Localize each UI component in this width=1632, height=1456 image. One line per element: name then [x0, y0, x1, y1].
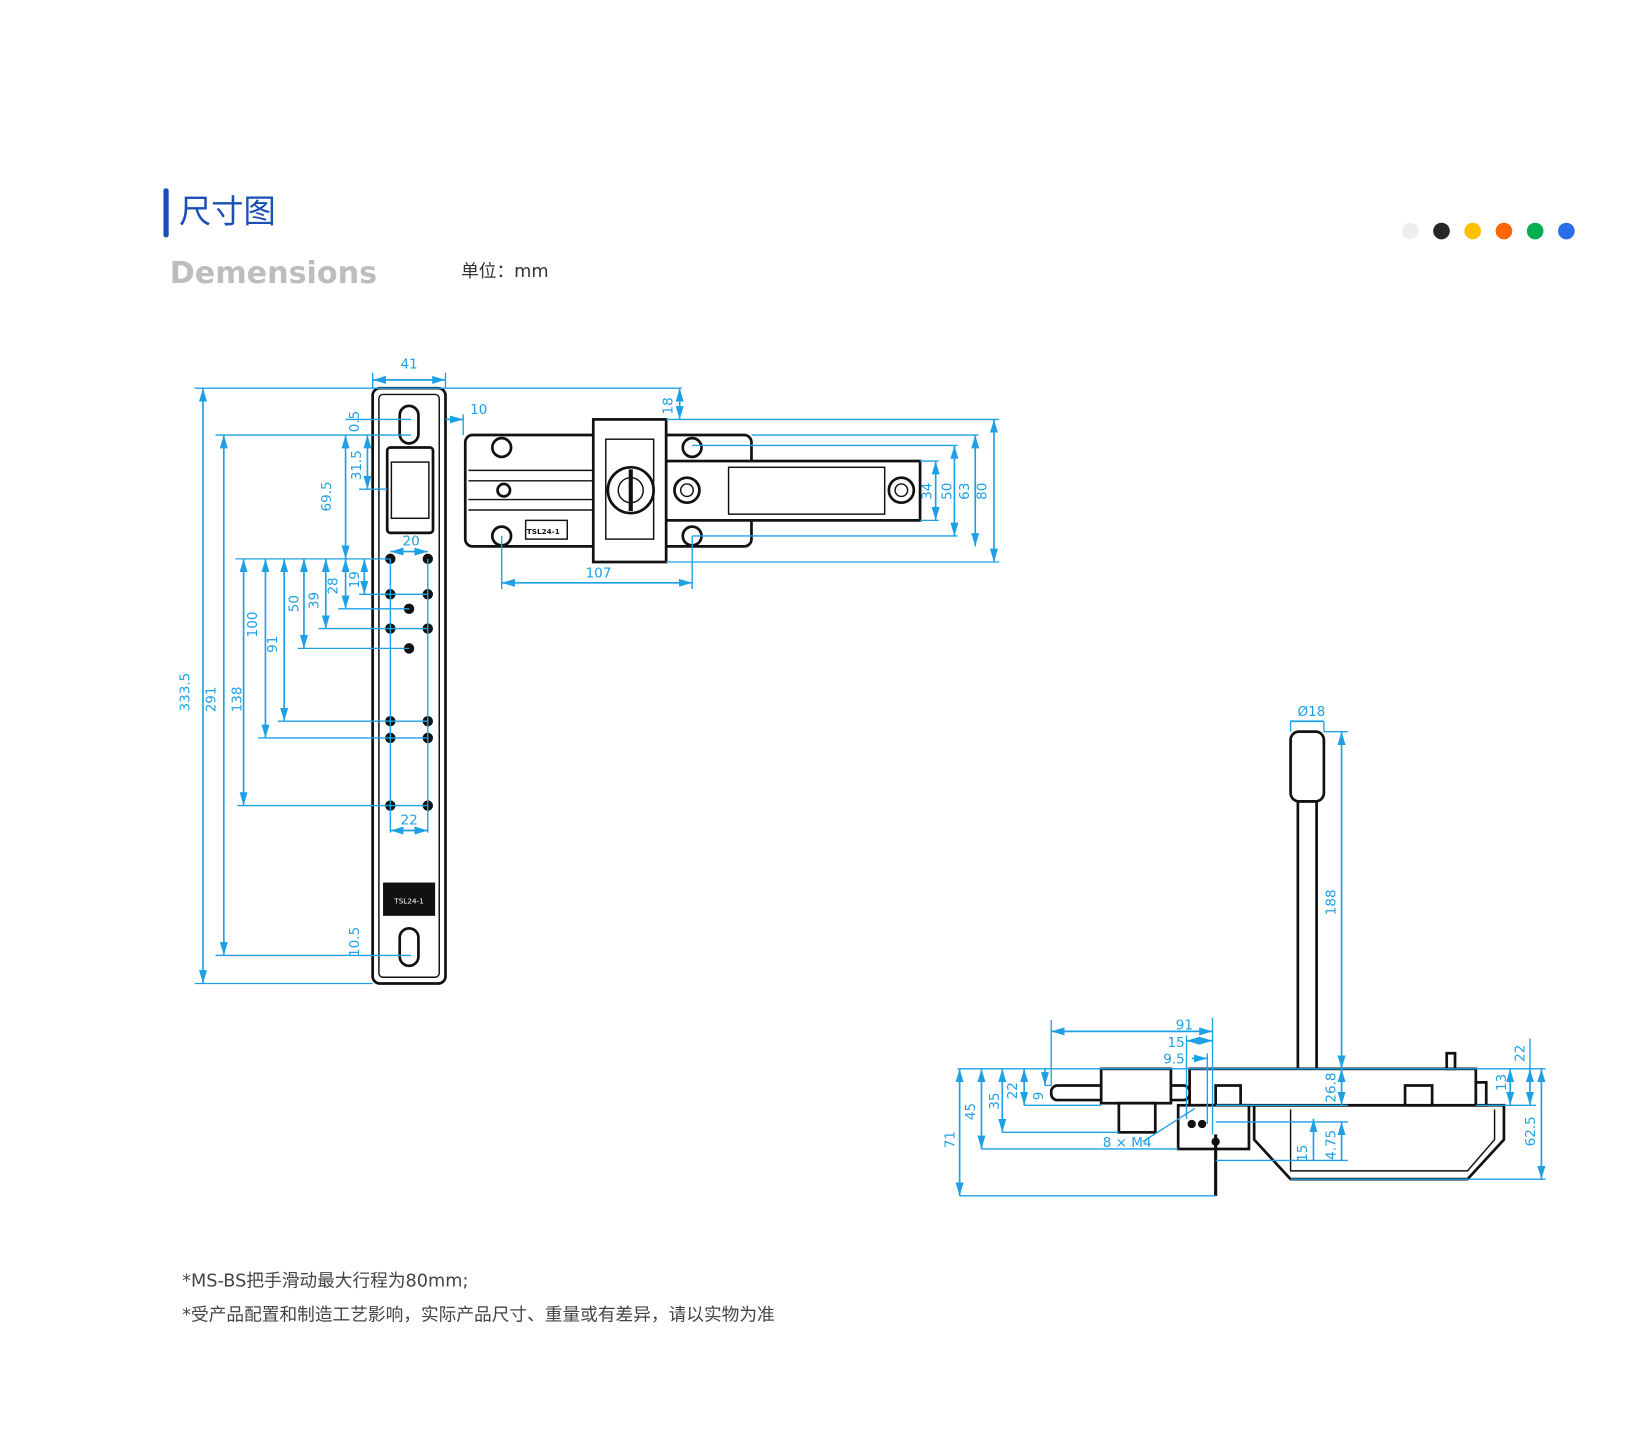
dim-138: 138	[230, 686, 246, 712]
dim-gap-10: 10	[470, 402, 487, 418]
dim-13: 13	[1494, 1074, 1510, 1091]
dim-28: 28	[325, 577, 341, 594]
drawing-stroke	[1211, 1137, 1220, 1146]
drawing-stroke	[1117, 1101, 1157, 1134]
body-label-text: TSL24-1	[527, 527, 560, 536]
dim-hole-spacing-bottom: 22	[400, 812, 417, 828]
dim-slot-offset-top: 0.5	[347, 411, 363, 433]
side-view-drawing	[1049, 730, 1506, 1196]
title-accent-bar	[163, 188, 169, 238]
dim-45: 45	[963, 1103, 979, 1120]
product-label-plate	[383, 882, 436, 916]
dim-50: 50	[287, 595, 303, 612]
drawing-stroke	[673, 476, 701, 505]
drawing-stroke	[1187, 1119, 1196, 1129]
slide-bar	[664, 459, 922, 522]
handle-stem	[1296, 800, 1318, 1071]
swatch-blue[interactable]	[1558, 222, 1575, 240]
dim-100: 100	[245, 612, 261, 638]
dim-grip-offset: 31.5	[349, 450, 365, 480]
dim-15-lower: 15	[1295, 1145, 1311, 1162]
dim-22-left: 22	[1005, 1082, 1021, 1099]
dim-first-hole: 69.5	[319, 481, 335, 511]
dim-35: 35	[987, 1093, 1003, 1110]
drawing-stroke	[894, 483, 909, 498]
dim-22-right: 22	[1513, 1045, 1529, 1062]
swatch-yellow[interactable]	[1464, 222, 1482, 240]
dim-63: 63	[957, 483, 973, 500]
unit-label: 单位：mm	[461, 261, 549, 282]
swatch-green[interactable]	[1526, 222, 1544, 240]
drawing-stroke	[1474, 1081, 1488, 1107]
drawing-stroke	[378, 393, 440, 978]
drawing-stroke	[1289, 1109, 1496, 1172]
front-view-dimensions: 41 333.5 291 0.5 31.5 69.5 20 19 28 39 5…	[177, 356, 682, 985]
dim-9: 9	[1031, 1092, 1047, 1101]
dim-4-75: 4.75	[1323, 1130, 1339, 1160]
dim-34: 34	[920, 483, 936, 500]
drawing-stroke	[1214, 1084, 1242, 1107]
lower-housing	[1252, 1103, 1506, 1181]
page-subtitle: Demensions	[170, 256, 377, 291]
dim-19: 19	[347, 571, 363, 588]
dim-50-top: 50	[939, 483, 955, 500]
dim-hole-pitch-107: 107	[586, 566, 612, 582]
dim-slot-pitch: 291	[203, 686, 219, 712]
drawing-stroke	[496, 482, 512, 498]
side-view-dimensions: Ø18 188 91 15 9.5 71 45 35 22 9 8 × M4 2…	[942, 704, 1546, 1197]
dim-slot-offset-bottom: 10.5	[347, 927, 363, 957]
top-view-drawing: TSL24-1	[463, 418, 922, 564]
dim-knob-diameter: Ø18	[1297, 704, 1325, 720]
grip-block	[385, 446, 435, 535]
drawing-stroke	[468, 469, 594, 511]
slot-top	[398, 404, 420, 445]
swatch-white[interactable]	[1401, 222, 1419, 240]
dim-91-side: 91	[1176, 1017, 1193, 1033]
swatch-orange[interactable]	[1495, 222, 1513, 240]
dim-offset-18: 18	[660, 397, 676, 414]
dim-handle-188: 188	[1323, 889, 1339, 915]
drawing-stroke	[390, 461, 430, 520]
handle-knob	[1289, 730, 1326, 803]
bolt-block	[1099, 1067, 1173, 1105]
extension-line	[445, 414, 1000, 590]
slot-bottom	[398, 926, 420, 968]
front-view-drawing: TSL24-1	[371, 386, 447, 985]
screw-spec: 8 × M4	[1103, 1135, 1152, 1151]
dim-80: 80	[975, 483, 991, 500]
drawing-stroke	[681, 436, 703, 459]
drawing-stroke	[524, 519, 568, 540]
dim-total-height: 333.5	[177, 673, 193, 712]
dim-width-41: 41	[400, 356, 417, 372]
dim-9-5: 9.5	[1163, 1052, 1185, 1068]
dim-71: 71	[942, 1131, 958, 1148]
drawing-stroke	[727, 466, 886, 515]
note-travel: *MS-BS把手滑动最大行程为80mm;	[182, 1270, 468, 1291]
swatch-black[interactable]	[1433, 222, 1450, 240]
plate-label-text: TSL24-1	[393, 896, 424, 905]
dim-91: 91	[265, 636, 281, 653]
dim-hole-spacing-top: 20	[403, 533, 420, 549]
dim-15-side: 15	[1167, 1035, 1184, 1051]
drawing-stroke	[887, 476, 916, 505]
dim-39: 39	[307, 592, 323, 609]
top-view-dimensions: 10 18 80 63 50 34 107	[445, 388, 1000, 590]
drawing-stroke	[1403, 1084, 1434, 1107]
drawing-stroke	[1197, 1119, 1207, 1129]
screw-holes	[490, 436, 916, 547]
color-swatches	[1401, 222, 1575, 240]
drawing-stroke	[1445, 1051, 1457, 1071]
page-title: 尺寸图	[179, 193, 276, 231]
dim-26-8: 26.8	[1323, 1073, 1339, 1103]
drawing-stroke	[679, 483, 694, 498]
dim-62-5: 62.5	[1523, 1116, 1539, 1146]
note-disclaimer: *受产品配置和制造工艺影响，实际产品尺寸、重量或有差异，请以实物为准	[182, 1305, 775, 1326]
drawing-stroke	[490, 436, 513, 459]
extension-line	[957, 721, 1546, 1197]
